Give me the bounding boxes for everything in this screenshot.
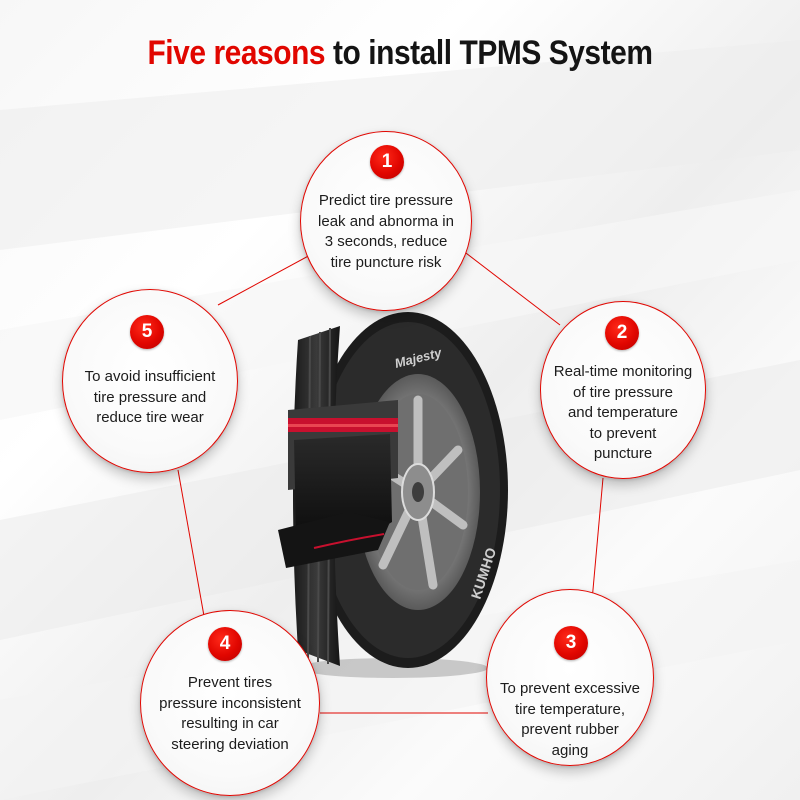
reason-circle-3: 3 To prevent excessive tire temperature,… [486,589,654,766]
title-accent: Five reasons [147,34,326,72]
reason-line: to prevent [589,424,657,442]
connector-1-2 [461,249,561,326]
reason-text: Prevent tires pressure inconsistent resu… [141,673,319,755]
tire-cutaway-icon: Majesty KUMHO [278,312,508,678]
reason-line: resulting in car [181,715,279,732]
reason-line: 3 seconds, reduce [324,233,448,250]
reason-line: and temperature [567,404,679,421]
reason-line: aging [551,741,589,759]
reason-line: Prevent tires [187,674,273,691]
reason-text: To avoid insufficient tire pressure and … [63,367,237,429]
reason-line: prevent rubber [521,721,619,738]
reason-text: Predict tire pressure leak and abnorma i… [301,191,471,273]
reason-line: tire puncture risk [330,253,442,271]
reason-circle-4: 4 Prevent tires pressure inconsistent re… [140,610,320,796]
reason-circle-1: 1 Predict tire pressure leak and abnorma… [300,131,472,311]
reason-line: Predict tire pressure [318,192,454,209]
reason-number-badge: 1 [370,145,404,179]
reason-line: tire temperature, [514,700,626,718]
reason-text: To prevent excessive tire temperature, p… [487,679,653,761]
reason-number-badge: 3 [554,626,588,660]
reason-line: Real-time monitoring [553,363,693,380]
page-title: Five reasons to install TPMS System [48,34,752,73]
connector-4-5 [177,469,205,617]
title-rest: to install TPMS System [333,34,653,72]
reason-number-badge: 2 [605,316,639,350]
reason-line: tire pressure and [93,388,207,406]
reason-number-badge: 4 [208,627,242,661]
reason-line: pressure inconsistent [159,694,301,712]
reason-circle-2: 2 Real-time monitoring of tire pressure … [540,301,706,479]
reason-line: of tire pressure [572,383,674,401]
connector-2-3 [590,477,604,613]
connector-5-1 [217,253,313,306]
reason-circle-5: 5 To avoid insufficient tire pressure an… [62,289,238,473]
reason-text: Real-time monitoring of tire pressure an… [541,362,705,465]
tire-illustration: Majesty KUMHO [258,300,518,680]
reason-line: To avoid insufficient [84,368,216,385]
reason-number-badge: 5 [130,315,164,349]
reason-line: puncture [593,445,653,462]
reason-line: leak and abnorma in [318,212,454,230]
reason-line: reduce tire wear [96,409,204,426]
reason-line: To prevent excessive [499,680,641,697]
reason-line: steering deviation [171,735,289,753]
